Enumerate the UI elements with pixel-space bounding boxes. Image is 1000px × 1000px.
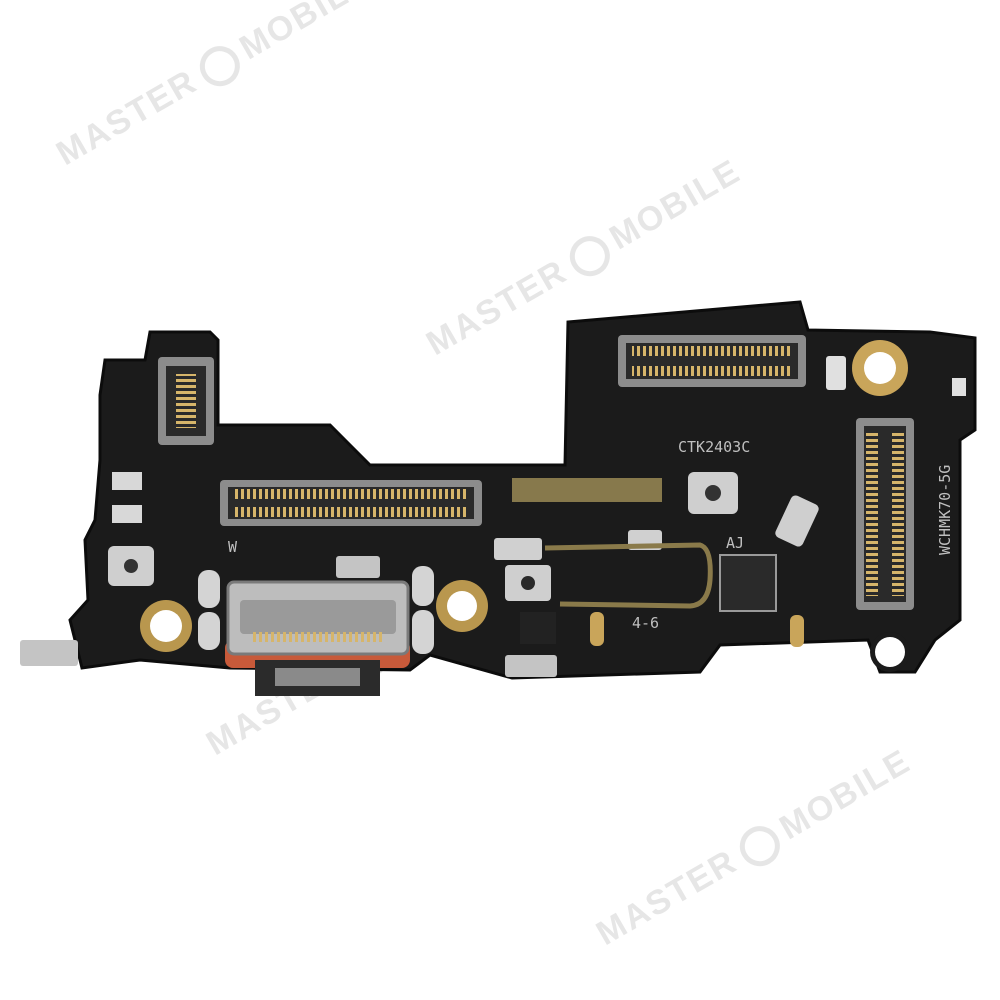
small-components bbox=[112, 356, 966, 644]
gold-strip bbox=[512, 478, 662, 502]
connector-small bbox=[158, 357, 214, 445]
silk-w: W bbox=[228, 538, 238, 556]
screw-hole-bottom-right bbox=[870, 632, 910, 672]
silk-code: AJ bbox=[726, 534, 744, 552]
screw-hole-left bbox=[140, 600, 192, 652]
screw-hole-top-right bbox=[852, 340, 908, 396]
antenna-contacts bbox=[108, 472, 819, 586]
connector-mid bbox=[220, 480, 482, 526]
silk-variant: WCHMK70-5G bbox=[936, 465, 954, 555]
connector-right bbox=[856, 418, 914, 610]
silk-model: CTK2403C bbox=[678, 438, 750, 456]
screw-hole-mid bbox=[436, 580, 488, 632]
solder-pads bbox=[20, 556, 804, 677]
usb-c-port bbox=[225, 580, 410, 696]
connector-top bbox=[618, 335, 806, 387]
silk-rev: 4-6 bbox=[632, 614, 659, 632]
microphone bbox=[494, 530, 713, 609]
